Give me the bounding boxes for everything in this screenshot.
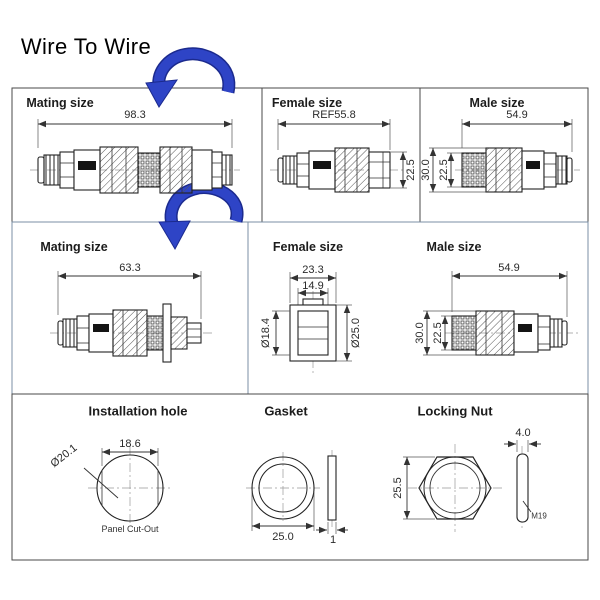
locking-nut-drawing xyxy=(403,440,541,532)
row1-male-inner-height-dim: 22.5 xyxy=(438,159,450,181)
row2-male-drawing xyxy=(423,271,580,356)
row1-male-drawing xyxy=(429,119,580,193)
panel-cutout-caption: Panel Cut-Out xyxy=(101,524,159,534)
row2-female-drawing xyxy=(272,272,352,373)
installation-hole-label: Installation hole xyxy=(88,403,188,419)
row2-female-inner-width-dim: 14.9 xyxy=(302,280,324,292)
row2-mating-length-dim: 63.3 xyxy=(119,262,141,274)
page-title: Wire To Wire xyxy=(20,34,152,59)
row2-female-outer-dia-dim: Ø25.0 xyxy=(350,318,362,348)
row2-female-inner-dia-dim: Ø18.4 xyxy=(260,318,272,348)
panel-row3 xyxy=(11,393,589,561)
installation-hole-drawing xyxy=(83,446,172,524)
row2-mating-label: Mating size xyxy=(40,240,108,254)
rotate-arrow-top-icon xyxy=(145,47,236,108)
hole-flat-width-dim: 18.6 xyxy=(119,438,141,450)
nut-thread-label: M19 xyxy=(531,511,547,521)
row1-male-label: Male size xyxy=(469,96,525,110)
row2-female-label: Female size xyxy=(272,240,344,254)
row1-mating-length-dim: 98.3 xyxy=(124,109,146,121)
row1-male-length-dim: 54.9 xyxy=(506,109,528,121)
row2-male-length-dim: 54.9 xyxy=(498,262,520,274)
gasket-diameter-dim: 25.0 xyxy=(272,531,294,543)
nut-height-dim: 25.5 xyxy=(392,477,404,499)
gasket-drawing xyxy=(246,450,348,534)
nut-thickness-dim: 4.0 xyxy=(515,427,531,439)
row1-mating-label: Mating size xyxy=(26,96,94,110)
row1-female-label: Female size xyxy=(271,96,343,110)
row1-mating-drawing xyxy=(30,119,240,194)
row2-male-inner-height-dim: 22.5 xyxy=(432,322,444,344)
row2-male-outer-height-dim: 30.0 xyxy=(414,322,426,344)
row1-female-length-dim: REF55.8 xyxy=(312,109,356,121)
row1-male-outer-height-dim: 30.0 xyxy=(420,159,432,181)
row1-female-drawing xyxy=(270,119,412,193)
row1-female-height-dim: 22.5 xyxy=(405,159,417,181)
row2-mating-drawing xyxy=(50,271,215,363)
panel-borders xyxy=(11,87,589,561)
rotate-arrow-middle-icon xyxy=(158,181,244,251)
locking-nut-label: Locking Nut xyxy=(417,403,493,419)
gasket-thickness-dim: 1 xyxy=(329,534,337,546)
row2-female-outer-width-dim: 23.3 xyxy=(302,264,324,276)
row2-male-label: Male size xyxy=(426,240,482,254)
gasket-label: Gasket xyxy=(264,403,308,419)
